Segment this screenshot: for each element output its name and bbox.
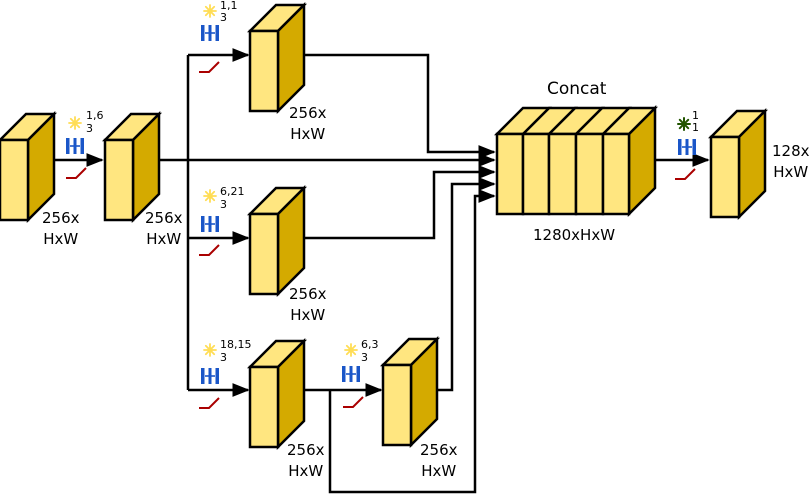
- norm-icon: [201, 368, 219, 384]
- box-input: [0, 110, 58, 224]
- dilated-conv-sun-icon: [203, 189, 217, 203]
- branch3-kernel-label: 3: [220, 351, 227, 364]
- branch3-dilation-label: 18,15: [220, 338, 252, 351]
- connections: [28, 48, 710, 494]
- output-dilation-label: 1: [692, 109, 699, 122]
- branch3b-dilation-label: 6,3: [361, 338, 379, 351]
- norm-icon: [201, 25, 219, 41]
- branch1-dilation-label: 1,1: [220, 0, 238, 12]
- box-branch3b: [379, 335, 441, 449]
- box-concat: [493, 104, 659, 218]
- box-branch2: [246, 184, 308, 298]
- box-branch1: [246, 1, 308, 115]
- branch3b-kernel-label: 3: [361, 351, 368, 364]
- activation-icon: [199, 397, 220, 409]
- ops-output: [675, 117, 696, 180]
- arrow-branch1-to-concat: [304, 53, 496, 159]
- arrow-branch3b-to-concat: [437, 177, 496, 392]
- arrow-skip-to-concat: [328, 189, 496, 494]
- pointwise-conv-star-icon: [677, 117, 691, 131]
- conv-kernel-label: 3: [86, 122, 93, 135]
- ops-branch3: [199, 343, 220, 409]
- activation-icon: [675, 168, 696, 180]
- activation-icon: [343, 396, 364, 408]
- branch1-kernel-label: 3: [220, 11, 227, 24]
- concat-title: Concat: [547, 79, 607, 99]
- box-output: [707, 107, 769, 221]
- dilated-conv-sun-icon: [344, 343, 358, 357]
- ops-branch1: [199, 4, 220, 73]
- norm-icon: [66, 138, 84, 154]
- norm-icon: [342, 366, 360, 382]
- ops-branch3b: [342, 343, 364, 408]
- dilated-conv-sun-icon: [203, 4, 217, 18]
- dilated-conv-sun-icon: [203, 343, 217, 357]
- output-kernel-label: 1: [692, 121, 699, 134]
- norm-icon: [678, 139, 696, 155]
- activation-icon: [199, 244, 220, 256]
- dilated-conv-sun-icon: [68, 116, 82, 130]
- box-branch3: [246, 337, 308, 451]
- arrow-branch2-to-concat: [304, 165, 496, 240]
- activation-icon: [66, 167, 87, 179]
- branch2-dilation-label: 6,21: [220, 185, 245, 198]
- ops-conv: [66, 116, 87, 179]
- box-conv: [101, 110, 163, 224]
- concat-size-label: 1280xHxW: [533, 226, 616, 244]
- ops-branch2: [199, 189, 220, 256]
- conv-dilation-label: 1,6: [86, 109, 104, 122]
- activation-icon: [199, 61, 220, 73]
- branch2-kernel-label: 3: [220, 198, 227, 211]
- norm-icon: [201, 216, 219, 232]
